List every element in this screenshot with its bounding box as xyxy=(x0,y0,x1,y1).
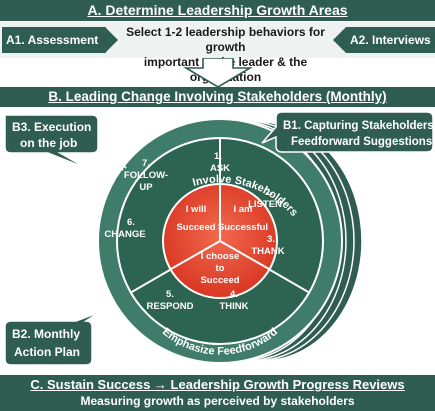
a1-assessment-box: A1. Assessment xyxy=(2,27,106,53)
step-5-label: RESPOND xyxy=(147,301,194,312)
core-bottom-line-2: to xyxy=(216,263,225,274)
core-bottom-line-3: Succeed xyxy=(200,275,239,286)
step-7-label-line-2: UP xyxy=(139,182,153,193)
b2-line-2: Action Plan xyxy=(14,345,80,359)
b3-line-2: on the job xyxy=(20,136,77,150)
section-a-header: A. Determine Leadership Growth Areas xyxy=(0,0,435,21)
step-4-number: 4. xyxy=(230,289,238,300)
core-left-line-1: I will xyxy=(186,204,207,215)
core-divider-left xyxy=(170,240,221,270)
b1-line-1: B1. Capturing Stakeholders' xyxy=(283,120,435,132)
b3-callout: B3. Execution on the job xyxy=(4,114,99,170)
b1-callout: B1. Capturing Stakeholders' Feedforward … xyxy=(261,111,435,153)
step-3-label: THANK xyxy=(251,246,284,257)
a2-label: A2. Interviews xyxy=(350,33,431,47)
section-c-footer: C. Sustain Success → Leadership Growth P… xyxy=(0,375,435,411)
core-right-line-1: I am xyxy=(233,204,252,215)
a-row-arrows xyxy=(105,27,346,53)
step-1-number: 1. xyxy=(214,151,222,162)
section-b-title: B. Leading Change Involving Stakeholders… xyxy=(48,89,387,104)
b1-line-2: Feedforward Suggestions xyxy=(291,136,432,148)
step-6-number: 6. xyxy=(127,217,135,228)
core-divider-right xyxy=(219,240,270,270)
a2-arrow-tip xyxy=(333,27,346,53)
section-a-row: A1. Assessment Select 1-2 leadership beh… xyxy=(0,22,435,84)
step-7-number: 7. xyxy=(142,158,150,169)
step-6-label: CHANGE xyxy=(104,229,145,240)
a1-label: A1. Assessment xyxy=(6,33,99,47)
b2-line-1: B2. Monthly xyxy=(12,327,80,341)
step-5-number: 5. xyxy=(166,289,174,300)
down-arrow-a-to-b xyxy=(183,58,253,88)
core-bottom-line-1: I choose xyxy=(201,251,240,262)
step-1-label: ASK xyxy=(210,163,230,174)
description-line-1: Select 1-2 leadership behaviors for grow… xyxy=(126,25,325,54)
change-cycle-diagram: Involve Stakeholders Change Behavior & P… xyxy=(0,107,435,375)
a2-interviews-box: A2. Interviews xyxy=(346,27,435,53)
b3-line-1: B3. Execution xyxy=(12,120,91,134)
step-3-number: 3. xyxy=(267,234,275,245)
section-c-subtitle: Measuring growth as perceived by stakeho… xyxy=(80,394,355,408)
section-b-header: B. Leading Change Involving Stakeholders… xyxy=(0,87,435,107)
core-right-line-2: Successful xyxy=(218,222,268,233)
core-left-line-2: Succeed xyxy=(176,222,215,233)
step-2-number: 2. xyxy=(265,187,273,198)
a1-arrow-tip xyxy=(105,27,118,53)
section-c-title: C. Sustain Success → Leadership Growth P… xyxy=(30,377,405,392)
step-4-label: THINK xyxy=(219,301,248,312)
step-7-label-line-1: FOLLOW- xyxy=(124,170,168,181)
step-2-label: LISTEN xyxy=(248,199,282,210)
b2-callout: B2. Monthly Action Plan xyxy=(4,311,101,366)
section-a-title: A. Determine Leadership Growth Areas xyxy=(87,2,348,18)
